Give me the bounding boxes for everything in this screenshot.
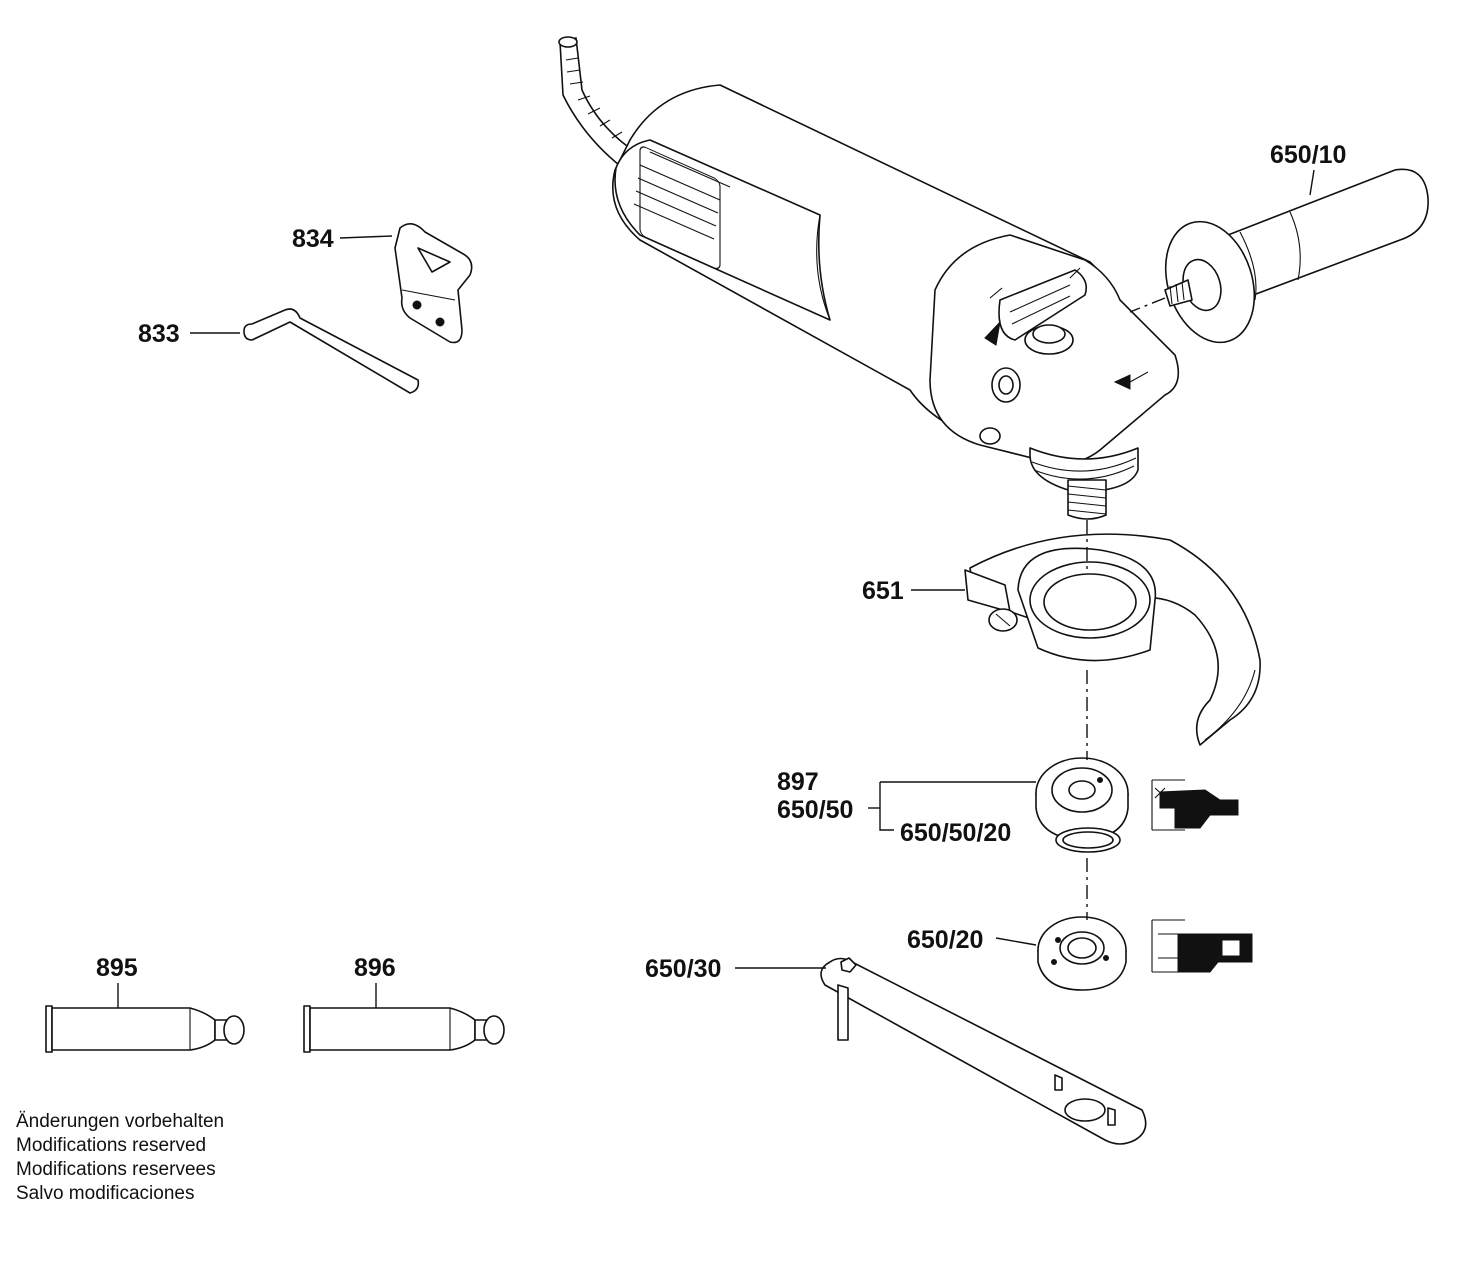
clip-part: [394, 223, 473, 344]
angle-grinder-body: [558, 36, 1180, 520]
notice-line-fr: Modifications reservees: [16, 1159, 216, 1180]
nut-section-detail: [1151, 919, 1253, 973]
label-650-20: 650/20: [907, 926, 983, 954]
notice-line-es: Salvo modificaciones: [16, 1183, 195, 1204]
label-834: 834: [292, 225, 334, 253]
label-651: 651: [862, 577, 904, 605]
label-650-10: 650/10: [1270, 141, 1346, 169]
label-833: 833: [138, 320, 180, 348]
pin-spanner: [820, 957, 1147, 1145]
notice-line-de: Änderungen vorbehalten: [16, 1111, 225, 1132]
label-897: 897: [777, 768, 819, 796]
leader-lines: [117, 169, 1315, 1008]
modification-notice: Änderungen vorbehalten Modifications res…: [16, 1110, 224, 1206]
label-650-30: 650/30: [645, 955, 721, 983]
auxiliary-handle: [1129, 168, 1429, 344]
label-650-50: 650/50: [777, 796, 853, 824]
notice-line-en: Modifications reserved: [16, 1135, 207, 1156]
label-650-50-20: 650/50/20: [900, 819, 1011, 847]
wheel-guard: [964, 533, 1261, 746]
label-895: 895: [96, 954, 138, 982]
flange-section-detail: [1151, 779, 1239, 831]
label-896: 896: [354, 954, 396, 982]
clamping-nut: [1037, 916, 1127, 991]
mounting-flange-with-ring: [1035, 757, 1129, 853]
grease-tube-895: [45, 1005, 245, 1053]
grease-tube-896: [303, 1005, 505, 1053]
hex-key: [243, 308, 420, 394]
